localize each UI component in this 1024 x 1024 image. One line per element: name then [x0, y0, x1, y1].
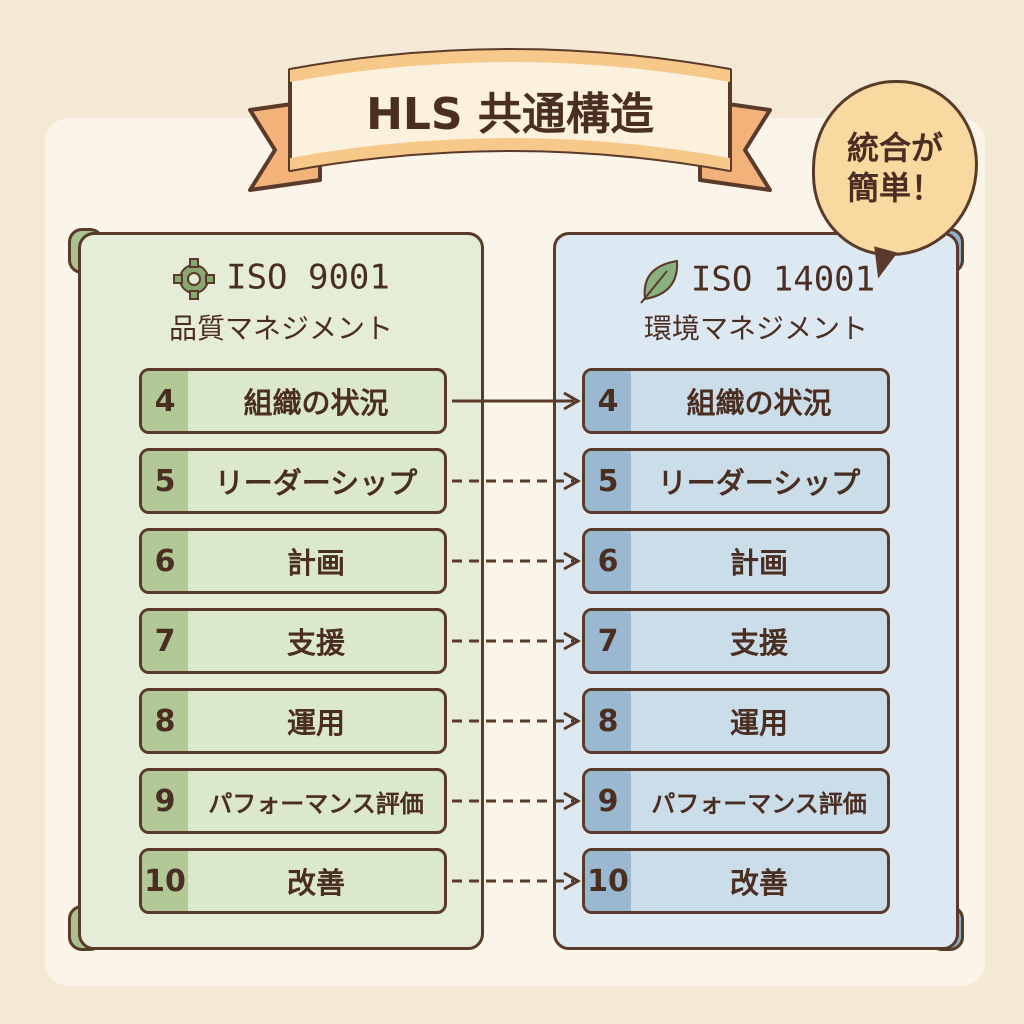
iso14001-subtitle: 環境マネジメント	[643, 312, 868, 345]
clause-row: 10 改善	[139, 848, 447, 914]
arrow-head-icon	[563, 631, 582, 651]
clause-number: 6	[142, 531, 188, 591]
arrow-head-icon	[563, 551, 582, 571]
iso9001-subtitle: 品質マネジメント	[168, 312, 393, 345]
standard-name: ISO 9001	[226, 257, 390, 298]
clause-number: 7	[585, 611, 631, 671]
clause-row: 7 支援	[582, 608, 890, 674]
iso14001-title: ISO 14001	[556, 257, 956, 305]
clause-row: 9 パフォーマンス評価	[582, 768, 890, 834]
clause-label: 計画	[286, 546, 345, 580]
arrow-head-icon	[563, 791, 582, 811]
arrow-head-icon	[563, 871, 582, 891]
clause-label: 計画	[729, 546, 788, 580]
clause-number: 9	[142, 771, 188, 831]
clause-label: 運用	[286, 706, 345, 740]
clause-row: 9 パフォーマンス評価	[139, 768, 447, 834]
clause-number: 4	[142, 371, 188, 431]
clause-row: 6 計画	[582, 528, 890, 594]
speech-bubble: 統合が 簡単！	[812, 80, 978, 256]
page-title: HLS 共通構造	[366, 89, 654, 140]
title-banner	[248, 48, 772, 192]
clause-number: 8	[142, 691, 188, 751]
standard-name: ISO 14001	[690, 259, 876, 300]
clause-row: 5 リーダーシップ	[139, 448, 447, 514]
arrow-head-icon	[563, 711, 582, 731]
clause-label: 運用	[729, 706, 788, 740]
clause-number: 5	[142, 451, 188, 511]
clause-label: 支援	[729, 626, 788, 660]
iso14001-scroll: ISO 14001 環境マネジメント 4 組織の状況 5 リーダーシップ 6 計画 7 支援 8…	[553, 232, 959, 950]
iso9001-title: ISO 9001	[81, 257, 481, 301]
clause-label: パフォーマンス評価	[208, 789, 424, 818]
clause-row: 4 組織の状況	[582, 368, 890, 434]
clause-row: 4 組織の状況	[139, 368, 447, 434]
clause-row: 6 計画	[139, 528, 447, 594]
clause-number: 6	[585, 531, 631, 591]
clause-number: 7	[142, 611, 188, 671]
clause-number: 5	[585, 451, 631, 511]
clause-row: 5 リーダーシップ	[582, 448, 890, 514]
bubble-line-2: 簡単！	[846, 169, 943, 207]
clause-number: 4	[585, 371, 631, 431]
clause-label: パフォーマンス評価	[651, 789, 867, 818]
arrow-head-icon	[563, 391, 582, 411]
bubble-line-1: 統合が	[846, 129, 943, 167]
clause-number: 8	[585, 691, 631, 751]
clause-label: 改善	[729, 866, 788, 900]
arrow-head-icon	[563, 471, 582, 491]
clause-number: 10	[142, 851, 188, 911]
clause-number: 10	[585, 851, 631, 911]
clause-label: 支援	[286, 626, 345, 660]
clause-row: 8 運用	[139, 688, 447, 754]
clause-row: 7 支援	[139, 608, 447, 674]
gear-icon	[173, 258, 216, 300]
clause-label: 改善	[286, 866, 345, 900]
iso9001-scroll: ISO 9001 品質マネジメント 4 組織の状況 5 リーダーシップ 6 計画 7 支援 8 運…	[78, 232, 484, 950]
clause-label: リーダーシップ	[214, 466, 418, 500]
clause-row: 8 運用	[582, 688, 890, 754]
clause-row: 10 改善	[582, 848, 890, 914]
clause-number: 9	[585, 771, 631, 831]
clause-label: 組織の状況	[243, 386, 389, 420]
leaf-icon	[640, 259, 678, 304]
clause-label: リーダーシップ	[657, 466, 861, 500]
clause-label: 組織の状況	[686, 386, 832, 420]
